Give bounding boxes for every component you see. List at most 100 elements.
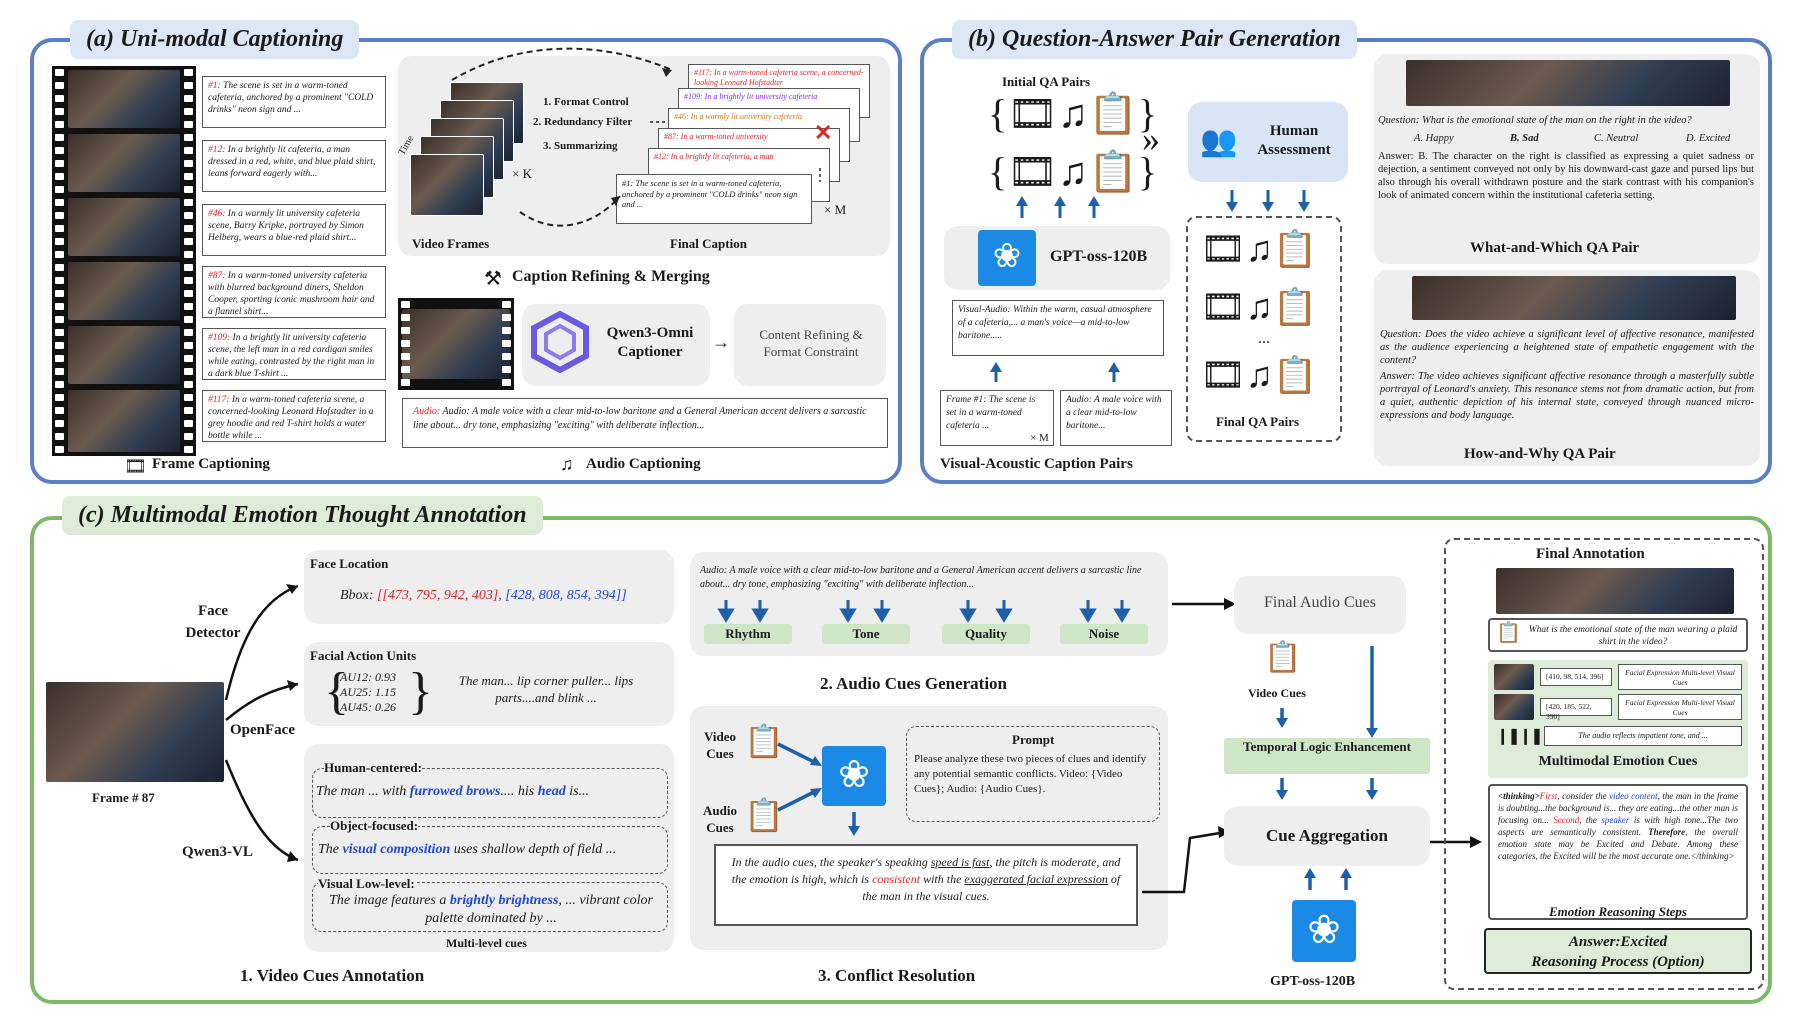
panel-a-title: (a) Uni-modal Captioning bbox=[70, 20, 360, 59]
wa-answer: Answer: B. The character on the right is… bbox=[1378, 151, 1754, 201]
human-assessment-card bbox=[1188, 102, 1348, 182]
frame-filmstrip bbox=[52, 66, 196, 456]
film-hole bbox=[184, 134, 193, 141]
panel-c bbox=[30, 516, 1772, 1004]
film-hole bbox=[502, 301, 511, 308]
qwen-vl-label: Qwen3-VL bbox=[182, 844, 253, 860]
step-1: 1. Format Control bbox=[543, 96, 629, 108]
film-hole bbox=[55, 95, 64, 102]
frame-caption-5: #109: In a brightly lit university cafet… bbox=[202, 328, 386, 380]
final-audio-cues-card bbox=[1234, 576, 1406, 634]
video-cues-label: Video Cues bbox=[703, 729, 737, 761]
audio-caption-box: Audio: Audio: A male voice with a clear … bbox=[402, 398, 888, 448]
frame-87-label: Frame # 87 bbox=[92, 790, 155, 805]
audio-frame-image bbox=[402, 309, 510, 379]
film-hole bbox=[401, 379, 410, 386]
video-frames-label: Video Frames bbox=[412, 236, 490, 251]
film-hole bbox=[184, 147, 193, 154]
hw-question: Question: Does the video achieve a signi… bbox=[1380, 329, 1754, 366]
film-hole bbox=[184, 173, 193, 180]
film-hole bbox=[184, 329, 193, 336]
frame-image-6 bbox=[68, 390, 180, 452]
object-focused-box bbox=[312, 826, 668, 874]
qwen-to-content-arrow: → bbox=[712, 332, 730, 352]
audio-filmstrip bbox=[398, 298, 514, 390]
frame-image-4 bbox=[68, 262, 180, 320]
wa-option-b: B. Sad bbox=[1510, 133, 1539, 144]
film-hole bbox=[55, 316, 64, 323]
frame-caption-box-b: Frame #1: The scene is set in a warm-ton… bbox=[940, 390, 1054, 446]
refining-label: Caption Refining & Merging bbox=[512, 268, 710, 285]
mm-label: Multimodal Emotion Cues bbox=[1538, 754, 1698, 769]
human-icon: 👥 bbox=[1200, 125, 1238, 158]
reasoning-label: Emotion Reasoning Steps bbox=[1549, 904, 1687, 919]
chip-quality: Quality bbox=[942, 624, 1030, 644]
frame-image-3 bbox=[68, 198, 180, 256]
wa-option-d: D. Excited bbox=[1686, 133, 1731, 144]
conflict-label: 3. Conflict Resolution bbox=[818, 966, 976, 985]
gpt-logo-icon-c1 bbox=[822, 746, 886, 806]
gpt-logo-glyph-b: ❀ bbox=[992, 238, 1022, 275]
video-cues-doc-icon: 📋 bbox=[744, 723, 784, 759]
film-hole bbox=[502, 327, 511, 334]
answer-line-1: Answer:Excited bbox=[1568, 934, 1668, 950]
answer-box: Answer:Excited Reasoning Process (Option… bbox=[1484, 928, 1752, 974]
frame-caption-3: #46: In a warmly lit university cafeteri… bbox=[202, 204, 386, 256]
human-centered-label: Human-centered: bbox=[324, 760, 422, 776]
film-hole bbox=[55, 160, 64, 167]
mm-row-1-image bbox=[1494, 664, 1534, 690]
gpt-label-c: GPT-oss-120B bbox=[1270, 974, 1356, 989]
film-hole bbox=[401, 353, 410, 360]
hw-answer: Answer: The video achieves significant a… bbox=[1380, 371, 1754, 421]
wa-label: What-and-Which QA Pair bbox=[1470, 240, 1640, 256]
frame-caption-1: #1: The scene is set in a warm-toned caf… bbox=[202, 76, 386, 128]
film-hole bbox=[55, 277, 64, 284]
gpt-logo-glyph-c2: ❀ bbox=[1307, 907, 1341, 952]
film-hole bbox=[184, 69, 193, 76]
film-hole bbox=[55, 381, 64, 388]
reasoning-box: <thinking>First, consider the video cont… bbox=[1488, 784, 1748, 920]
film-hole bbox=[502, 340, 511, 347]
mm-row-1-cue: Facial Expression Multi-level Visual Cue… bbox=[1618, 664, 1742, 690]
film-hole bbox=[401, 366, 410, 373]
gpt-logo-glyph-c1: ❀ bbox=[838, 754, 870, 796]
prompt-text: Please analyze these two pieces of clues… bbox=[914, 753, 1147, 795]
prompt-label: Prompt bbox=[1012, 732, 1055, 747]
audio-cues-gen-label: 2. Audio Cues Generation bbox=[820, 674, 1008, 693]
film-hole bbox=[401, 340, 410, 347]
panel-a bbox=[30, 38, 902, 484]
human-centered-text: The man ... with furrowed brows.... his … bbox=[316, 784, 590, 799]
film-hole bbox=[55, 394, 64, 401]
temporal-box: Temporal Logic Enhancement bbox=[1224, 738, 1430, 774]
fau-text: The man... lip corner puller... lips par… bbox=[458, 673, 634, 705]
multilevel-label: Multi-level cues bbox=[446, 936, 527, 950]
film-hole bbox=[55, 225, 64, 232]
film-hole bbox=[401, 301, 410, 308]
m-label-b: × M bbox=[1030, 432, 1049, 444]
k-label: × K bbox=[512, 166, 532, 181]
cue-aggregation-label: Cue Aggregation bbox=[1266, 826, 1388, 845]
qwen-label: Qwen3-Omni Captioner bbox=[606, 325, 694, 360]
step-2: 2. Redundancy Filter bbox=[533, 116, 633, 128]
tools-icon: ⚒ bbox=[484, 268, 502, 290]
film-hole bbox=[184, 264, 193, 271]
final-annotation-box bbox=[1444, 538, 1764, 990]
multi-level-card bbox=[304, 744, 674, 952]
gpt-logo-icon-b bbox=[978, 230, 1036, 286]
film-hole bbox=[502, 353, 511, 360]
film-hole bbox=[55, 121, 64, 128]
frame-captioning-icon: 🎞 bbox=[124, 456, 147, 476]
visual-audio-caption-box: Visual-Audio: Within the warm, casual at… bbox=[952, 300, 1164, 356]
film-hole bbox=[55, 186, 64, 193]
fau-label: Facial Action Units bbox=[310, 648, 417, 663]
frame-captioning-label: Frame Captioning bbox=[152, 456, 270, 472]
film-hole bbox=[184, 186, 193, 193]
au-brace-close: } bbox=[408, 663, 433, 720]
final-annotation-label: Final Annotation bbox=[1536, 546, 1645, 562]
final-qa-row-2: 🎞♫📋 bbox=[1200, 287, 1318, 327]
wa-option-c: C. Neutral bbox=[1594, 133, 1639, 144]
mm-row-2-cue: Facial Expression Multi-level Visual Cue… bbox=[1618, 694, 1742, 720]
film-hole bbox=[55, 433, 64, 440]
answer-line-2: Reasoning Process (Option) bbox=[1531, 954, 1705, 970]
hw-frames bbox=[1412, 276, 1736, 320]
